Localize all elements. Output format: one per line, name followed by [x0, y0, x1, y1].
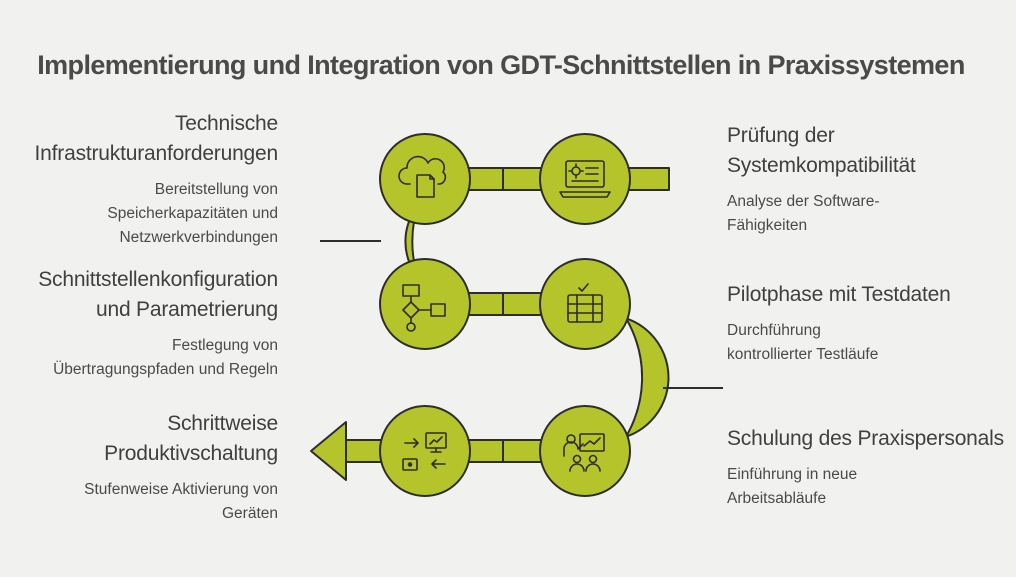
step-5-block: Schulung des Praxispersonals Einführung …	[727, 424, 1004, 511]
device-activation-icon	[402, 432, 447, 471]
step-circle-6	[379, 405, 471, 497]
step-4-heading: Pilotphase mit Testdaten	[727, 283, 951, 306]
step-circle-2	[379, 133, 471, 225]
step-1-description: Analyse der Software- Fähigkeiten	[727, 193, 880, 234]
step-3-heading: Schnittstellenkonfiguration und Parametr…	[38, 268, 278, 321]
step-5-description: Einführung in neue Arbeitsabläufe	[727, 466, 858, 507]
step-6-heading: Schrittweise Produktivschaltung	[104, 412, 278, 465]
flowchart-icon	[402, 284, 446, 332]
step-6-block: Schrittweise Produktivschaltung Stufenwe…	[84, 409, 278, 526]
step-5-heading: Schulung des Praxispersonals	[727, 427, 1004, 450]
presentation-team-icon	[563, 433, 605, 472]
step-6-description: Stufenweise Aktivierung von Geräten	[84, 481, 278, 522]
step-3-description: Festlegung von Übertragungspfaden und Re…	[53, 337, 278, 378]
step-1-heading: Prüfung der Systemkompatibilität	[727, 124, 916, 177]
step-3-block: Schnittstellenkonfiguration und Parametr…	[38, 265, 278, 382]
step-4-block: Pilotphase mit Testdaten Durchführung ko…	[727, 280, 951, 367]
step-2-description: Bereitstellung von Speicherkapazitäten u…	[107, 181, 278, 246]
step-4-description: Durchführung kontrollierter Testläufe	[727, 322, 879, 363]
step-2-block: Technische Infrastrukturanforderungen Be…	[34, 109, 279, 250]
step-circle-3	[379, 258, 471, 350]
step-1-block: Prüfung der Systemkompatibilität Analyse…	[727, 121, 916, 238]
step-circle-1	[539, 133, 631, 225]
laptop-settings-icon	[559, 160, 611, 198]
path-arrow-head	[310, 421, 347, 481]
page-title: Implementierung und Integration von GDT-…	[37, 50, 965, 80]
step-2-heading: Technische Infrastrukturanforderungen	[34, 112, 279, 165]
checked-table-icon	[567, 283, 603, 323]
cloud-document-icon	[398, 155, 447, 198]
